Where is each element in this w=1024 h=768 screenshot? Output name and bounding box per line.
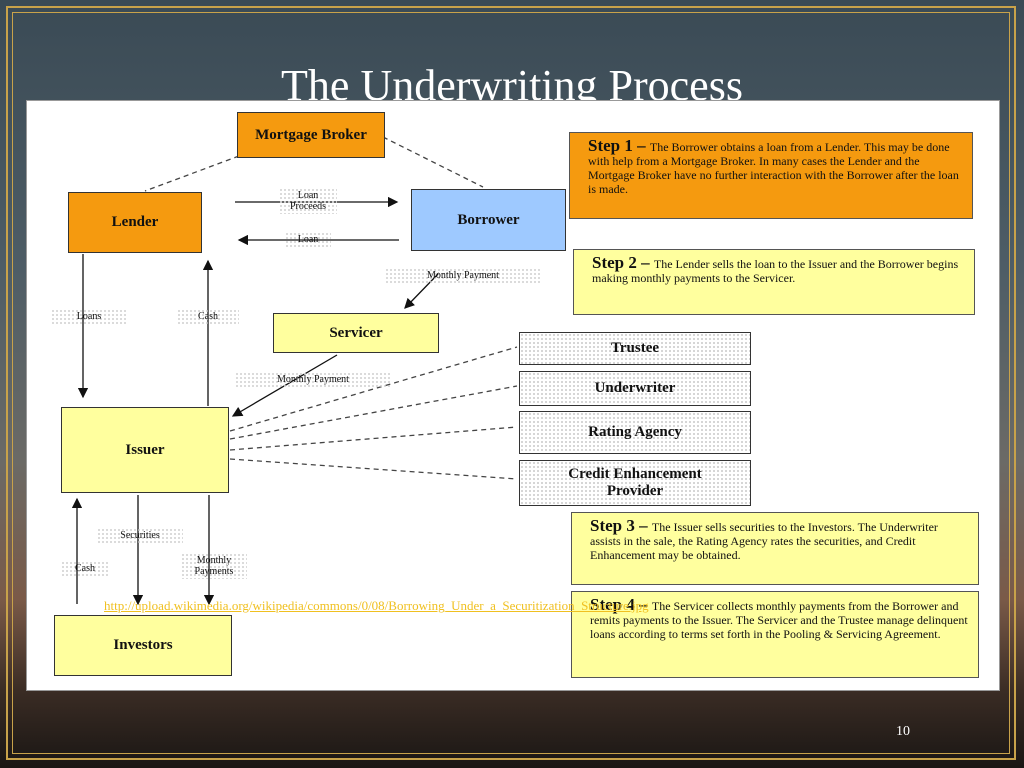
edge-issuer-underwriter [229,385,518,440]
node-underwriter: Underwriter [519,371,751,406]
step-1-text: The Borrower obtains a loan from a Lende… [588,140,959,196]
step-1-box: Step 1 – The Borrower obtains a loan fro… [569,132,973,219]
step-3-box: Step 3 – The Issuer sells securities to … [571,512,979,585]
label-loans: Loans [51,309,127,324]
label-monthly-payment-servicer: Monthly Payment [235,372,391,387]
edge-broker-borrower [382,136,484,188]
label-loan-proceeds: Loan Proceeds [279,188,337,214]
step-4-number: Step 4 [590,595,635,614]
edge-broker-lender [144,155,240,192]
node-issuer: Issuer [61,407,229,493]
step-2-text: The Lender sells the loan to the Issuer … [592,257,959,285]
step-1-number: Step 1 [588,136,633,155]
node-lender: Lender [68,192,202,253]
page-number: 10 [896,724,910,739]
label-securities: Securities [97,528,183,543]
label-cash-investors-issuer: Cash [61,561,109,576]
source-url-link[interactable]: http://upload.wikimedia.org/wikipedia/co… [104,598,649,613]
node-servicer: Servicer [273,313,439,353]
step-4-box: Step 4 – The Servicer collects monthly p… [571,591,979,678]
label-monthly-payments-investors: Monthly Payments [181,553,247,579]
step-4-dash: – [634,595,652,614]
step-1-dash: – [632,136,650,155]
diagram-panel: Mortgage Broker Lender Borrower Servicer… [26,100,1000,691]
step-2-box: Step 2 – The Lender sells the loan to th… [573,249,975,315]
slide-frame-outer [6,6,1016,760]
edge-issuer-credit-enhancement [229,458,518,480]
node-trustee: Trustee [519,332,751,365]
step-2-dash: – [636,253,654,272]
node-investors: Investors [54,615,232,676]
edge-issuer-rating-agency [229,426,518,451]
label-monthly-payment-borrower: Monthly Payment [385,268,541,283]
node-rating-agency: Rating Agency [519,411,751,454]
node-credit-enhancement: Credit Enhancement Provider [519,460,751,506]
step-3-number: Step 3 [590,516,635,535]
step-2-number: Step 2 [592,253,637,272]
step-4-text: The Servicer collects monthly payments f… [590,599,968,641]
label-cash-issuer-lender: Cash [177,309,239,324]
node-mortgage-broker: Mortgage Broker [237,112,385,158]
edge-issuer-trustee [229,346,518,432]
step-3-text: The Issuer sells securities to the Inves… [590,520,938,562]
step-3-dash: – [634,516,652,535]
slide-frame-inner [12,12,1010,754]
label-loan: Loan [285,232,331,247]
node-borrower: Borrower [411,189,566,251]
